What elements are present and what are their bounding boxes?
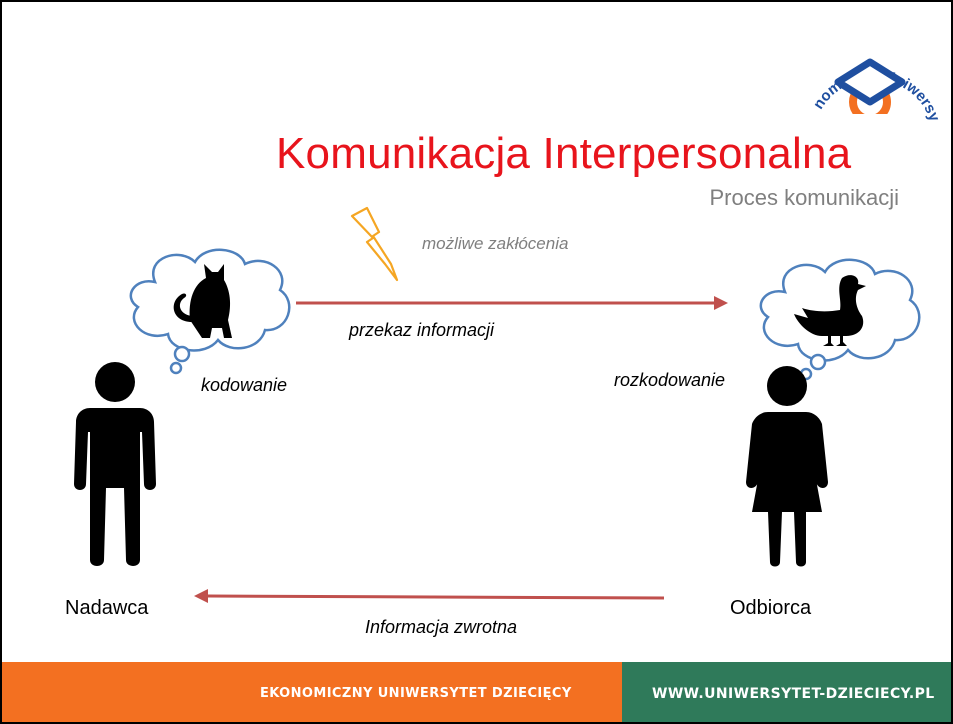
footer-right-band: WWW.UNIWERSYTET-DZIECIECY.PL [622, 662, 951, 722]
receiver-person-icon [746, 366, 828, 567]
transmission-arrow [296, 296, 728, 310]
footer-university-name: EKONOMICZNY UNIWERSYTET DZIECIĘCY [260, 686, 572, 701]
lightning-icon [350, 206, 399, 282]
encoding-label: kodowanie [201, 375, 288, 395]
slide-title: Komunikacja Interpersonalna [276, 129, 852, 178]
sender-thought-cloud [129, 248, 291, 375]
university-logo: nomiczny Uniwersytet Dziec. [797, 2, 944, 124]
sender-person-icon [74, 362, 156, 566]
cat-icon [173, 264, 232, 338]
transmission-label: przekaz informacji [349, 320, 495, 340]
goose-icon [794, 275, 866, 346]
slide-subtitle: Proces komunikacji [709, 185, 899, 210]
receiver-label: Odbiorca [730, 597, 812, 619]
feedback-label: Informacja zwrotna [365, 617, 518, 637]
noise-label: możliwe zakłócenia [422, 234, 569, 253]
footer-left-band: EKONOMICZNY UNIWERSYTET DZIECIĘCY [2, 662, 622, 722]
receiver-thought-cloud [759, 258, 921, 381]
decoding-label: rozkodowanie [614, 370, 726, 390]
sender-label: Nadawca [65, 597, 149, 619]
feedback-arrow [194, 589, 665, 603]
footer-website-link[interactable]: WWW.UNIWERSYTET-DZIECIECY.PL [652, 686, 935, 702]
